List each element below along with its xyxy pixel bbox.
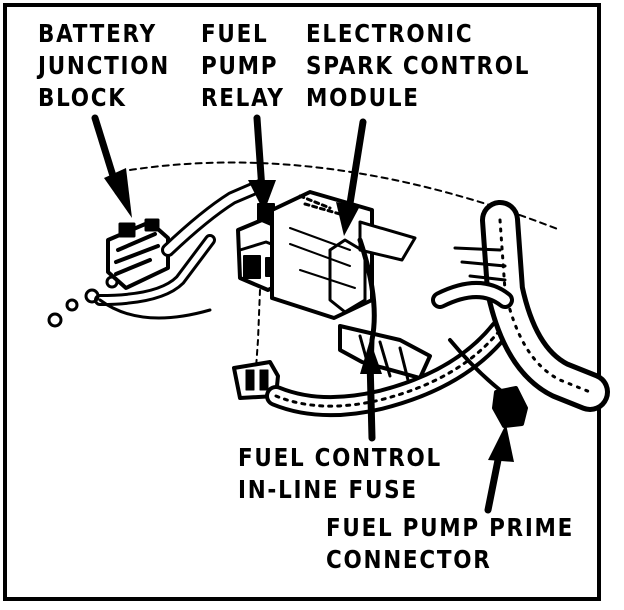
label-line: PUMP	[201, 51, 279, 80]
arrow-fuel-pump-relay	[253, 114, 266, 194]
harness-connector	[338, 324, 432, 380]
label-line: CONNECTOR	[326, 545, 492, 574]
label-line: FUEL	[201, 19, 269, 48]
label-line: FUEL PUMP PRIME	[326, 513, 575, 542]
diagram-frame	[3, 3, 601, 601]
label-electronic-spark-control-module: ELECTRONIC SPARK CONTROL MODULE	[306, 18, 530, 114]
arrow-esc-module	[344, 118, 367, 220]
label-fuel-pump-relay: FUEL PUMP RELAY	[201, 18, 285, 114]
fuel-pump-prime-connector-part	[492, 386, 528, 428]
label-line: SPARK CONTROL	[306, 51, 531, 80]
label-battery-junction-block: BATTERY JUNCTION BLOCK	[38, 18, 170, 114]
label-line: IN-LINE FUSE	[238, 475, 418, 504]
inline-fuse-wire	[357, 237, 377, 403]
label-line: BATTERY	[38, 19, 157, 48]
label-fuel-control-inline-fuse: FUEL CONTROL IN-LINE FUSE	[238, 442, 442, 506]
label-line: JUNCTION	[38, 51, 170, 80]
label-line: MODULE	[306, 83, 420, 112]
label-line: ELECTRONIC	[306, 19, 474, 48]
label-fuel-pump-prime-connector: FUEL PUMP PRIME CONNECTOR	[326, 512, 574, 576]
label-line: BLOCK	[38, 83, 127, 112]
label-line: FUEL CONTROL	[238, 443, 442, 472]
terminal-nuts	[47, 275, 119, 328]
label-line: RELAY	[201, 83, 285, 112]
battery-junction-block-part	[106, 218, 170, 290]
